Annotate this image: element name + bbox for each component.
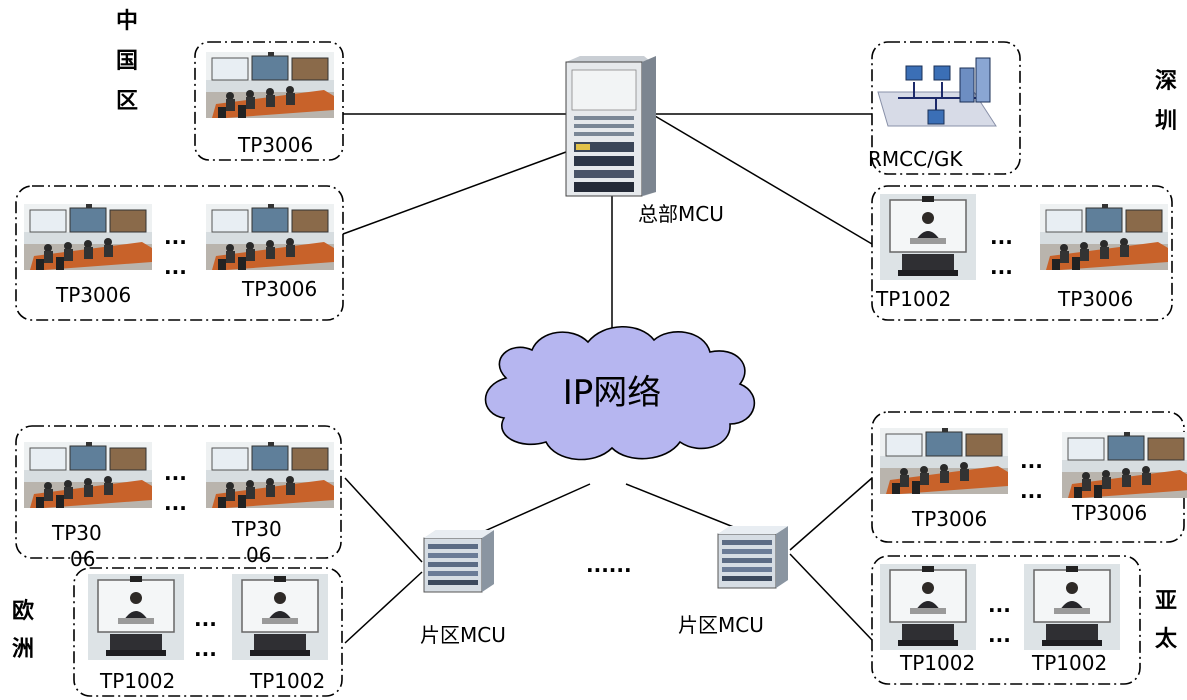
tp1002-image (87, 573, 185, 661)
region-char: 太 (1155, 627, 1178, 652)
link-network-right-mcu (625, 483, 747, 533)
tp-label: TP3006 (237, 133, 313, 157)
hq-mcu-label: 总部MCU (638, 202, 724, 226)
regional-mcu-right-label: 片区MCU (678, 613, 764, 637)
group-apac-bottom (871, 555, 1141, 685)
tp3006-image (1039, 203, 1169, 271)
tp-label: TP1002 (1031, 651, 1107, 675)
tp3006-image (1061, 431, 1187, 499)
ellipsis: ... (990, 255, 1013, 279)
ellipsis: ... (1020, 479, 1043, 503)
tp1002-image (879, 563, 977, 651)
ellipsis: ... (164, 255, 187, 279)
region-char: 深 (1155, 69, 1177, 94)
ellipsis: ... (164, 461, 187, 485)
tp-label: TP30 (51, 521, 102, 545)
ellipsis: ... (164, 491, 187, 515)
region-char: 圳 (1155, 109, 1177, 134)
ellipsis: ... (194, 637, 217, 661)
region-char: 洲 (12, 637, 34, 662)
tp3006-image (879, 427, 1009, 495)
tp-label: TP1002 (249, 669, 325, 693)
tp-label: TP3006 (55, 283, 131, 307)
tp-label: TP3006 (1071, 501, 1147, 525)
connection-lines (342, 113, 873, 644)
rmcc-gk-icon (877, 57, 997, 127)
regional-mcu-left-label: 片区MCU (420, 623, 506, 647)
link-right-mcu-ap-top (789, 477, 873, 551)
ellipsis: ... (990, 225, 1013, 249)
group-china-top (194, 41, 344, 161)
tp1002-image (879, 193, 977, 281)
region-char: 中 (116, 9, 138, 34)
ellipsis: ... (194, 607, 217, 631)
tp1002-image (231, 573, 329, 661)
region-china-label: 中 国 区 (116, 9, 138, 114)
link-left-mcu-eu-bottom (344, 571, 423, 644)
regional-mcu-right (717, 525, 789, 589)
regional-mcu-left (423, 529, 495, 593)
tp3006-image (205, 51, 335, 119)
tp-label: 06 (246, 543, 271, 567)
region-apac-label: 亚 太 (1155, 589, 1178, 652)
group-europe-bottom (73, 567, 343, 697)
ellipsis: ... (988, 623, 1011, 647)
group-shenzhen (871, 185, 1173, 321)
group-china-row (15, 185, 344, 321)
region-shenzhen-label: 深 圳 (1155, 69, 1177, 134)
region-char: 区 (116, 89, 138, 114)
tp-label: TP3006 (1057, 287, 1133, 311)
region-char: 亚 (1155, 589, 1177, 614)
tp-label: TP30 (231, 517, 282, 541)
between-mcus-ellipsis: ...... (586, 553, 632, 577)
link-right-mcu-ap-bottom (789, 553, 873, 641)
region-char: 欧 (12, 598, 34, 624)
rmcc-gk-label: RMCC/GK (868, 147, 963, 171)
tp-label: TP1002 (875, 287, 951, 311)
link-left-mcu-eu-top (344, 477, 423, 563)
ellipsis: ... (1020, 449, 1043, 473)
ip-network-cloud: IP网络 (484, 325, 756, 461)
tp1002-image (1023, 563, 1121, 651)
group-europe-top (15, 425, 342, 559)
tp-label: TP3006 (911, 507, 987, 531)
ip-network-label: IP网络 (563, 373, 662, 413)
ellipsis: ... (164, 225, 187, 249)
region-char: 国 (116, 49, 138, 74)
region-europe-label: 欧 洲 (12, 598, 34, 662)
tp3006-image (205, 441, 335, 509)
tp3006-image (23, 203, 153, 271)
link-hq-shenzhen (654, 115, 873, 245)
tp-label: TP3006 (241, 277, 317, 301)
tp-label: 06 (70, 547, 95, 571)
group-rmcc (871, 41, 1021, 175)
tp3006-image (205, 203, 335, 271)
tp-label: TP1002 (99, 669, 175, 693)
group-boxes (15, 41, 1185, 697)
tp-label: TP1002 (899, 651, 975, 675)
link-hq-china-row (342, 151, 567, 235)
tp3006-image (23, 441, 153, 509)
ellipsis: ... (988, 593, 1011, 617)
hq-mcu-rack (565, 56, 656, 197)
